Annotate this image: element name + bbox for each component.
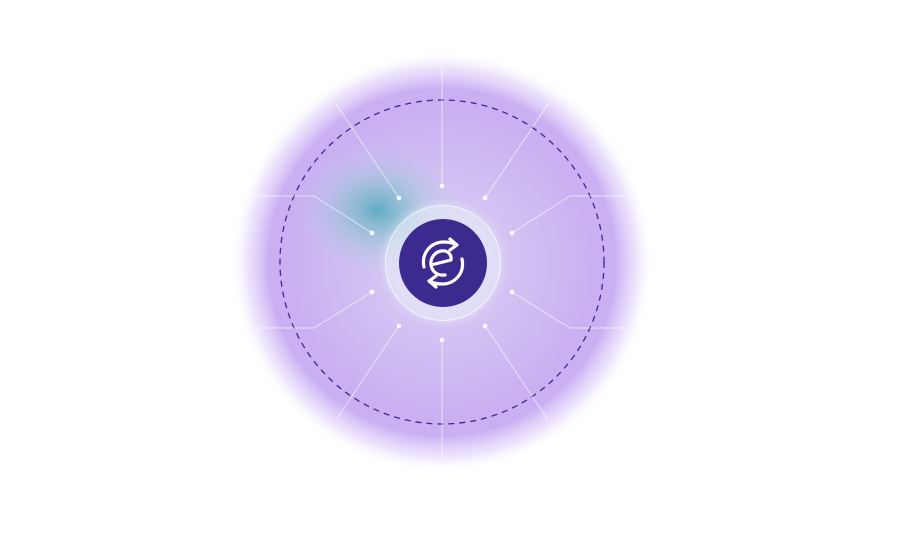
refresh-e-icon [421, 237, 465, 289]
connector-dots [369, 183, 515, 343]
hub-ring [385, 205, 501, 321]
logo-badge [399, 219, 487, 307]
connector-lines [258, 65, 626, 460]
